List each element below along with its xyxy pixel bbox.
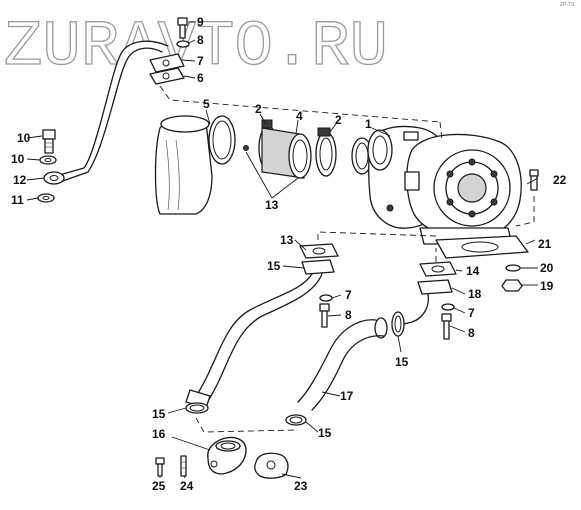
bolt-8-right [441,313,452,340]
oil-return-pipe-17 [297,317,388,411]
callout-14: 15 [267,259,281,273]
callout-13-left: 13 [280,233,294,247]
callout-10-upper: 10 [11,152,25,166]
callout-22: 22 [553,173,567,187]
callout-8-right: 8 [468,326,475,340]
callout-7-left: 7 [345,288,352,302]
hose-3 [261,127,312,179]
callout-16: 16 [152,427,166,441]
callout-23: 23 [294,479,308,493]
callout-17: 17 [340,389,354,403]
sealing-washer-10-lower [37,193,55,203]
stud-22 [529,169,539,191]
leader-lines [26,21,539,479]
callout-11: 12 [13,173,27,187]
stud-24 [180,455,187,477]
callout-13-right: 14 [466,264,480,278]
callout-15-left: 15 [152,407,166,421]
gasket-5 [149,67,185,85]
hose-seal [351,137,373,175]
callout-7-right: 7 [468,306,475,320]
callout-5: 6 [197,71,204,85]
washer-7-right [441,303,455,311]
callout-19: 19 [540,279,554,293]
sealing-washer-10-upper [39,155,57,165]
bolt-25 [155,457,165,477]
flange-18 [403,279,453,325]
gasket-21 [435,235,529,259]
assembly-lines [159,85,535,433]
callout-8-top: 9 [197,15,204,29]
clamp-screw-12 [243,145,249,151]
callout-15-mid: 15 [395,355,409,369]
gasket-13-right [419,261,457,277]
nut-19 [501,279,523,292]
callout-1: 1 [365,117,372,131]
callout-25: 25 [152,479,166,493]
callout-7-top: 8 [197,33,204,47]
turbocharger-1 [367,125,522,245]
intake-elbow-4 [154,115,236,215]
callout-2-right: 2 [335,113,342,127]
gasket-23 [254,452,289,479]
o-ring-15-right [285,414,307,426]
callout-10-lower: 11 [11,193,24,207]
banjo-bolt-9 [42,129,56,154]
callout-24: 24 [180,479,194,493]
callout-9: 10 [17,131,31,145]
callout-3: 4 [296,109,303,123]
callout-21: 21 [538,237,552,251]
washer-7-top [176,40,190,48]
o-ring-15-left [185,402,209,414]
drain-fitting-16 [207,436,247,475]
clamp-2-right [315,127,337,177]
oil-inlet-flange [149,53,185,73]
callout-20: 20 [540,261,554,275]
callout-8-left: 8 [345,308,352,322]
corner-mark: ZP-TS [560,2,575,8]
callout-15-right: 15 [318,426,332,440]
watermark-text: ZURAVTO.RU [4,12,388,84]
callout-18: 18 [468,287,482,301]
callout-6: 7 [197,54,204,68]
callout-2-left: 2 [255,102,262,116]
callout-4: 5 [203,97,210,111]
callout-12: 13 [265,198,279,212]
oil-feed-pipe [55,40,169,183]
bolt-8-left [319,303,330,328]
bolt-8-top [177,17,188,39]
callout-labels: 9 8 7 6 10 10 12 11 5 2 4 2 1 13 13 15 7… [11,15,567,493]
washer-20 [505,264,521,272]
banjo-fitting-11 [43,171,65,185]
washer-7-left [319,294,333,302]
gasket-13-left [299,243,339,259]
o-ring-15-mid [391,311,405,337]
